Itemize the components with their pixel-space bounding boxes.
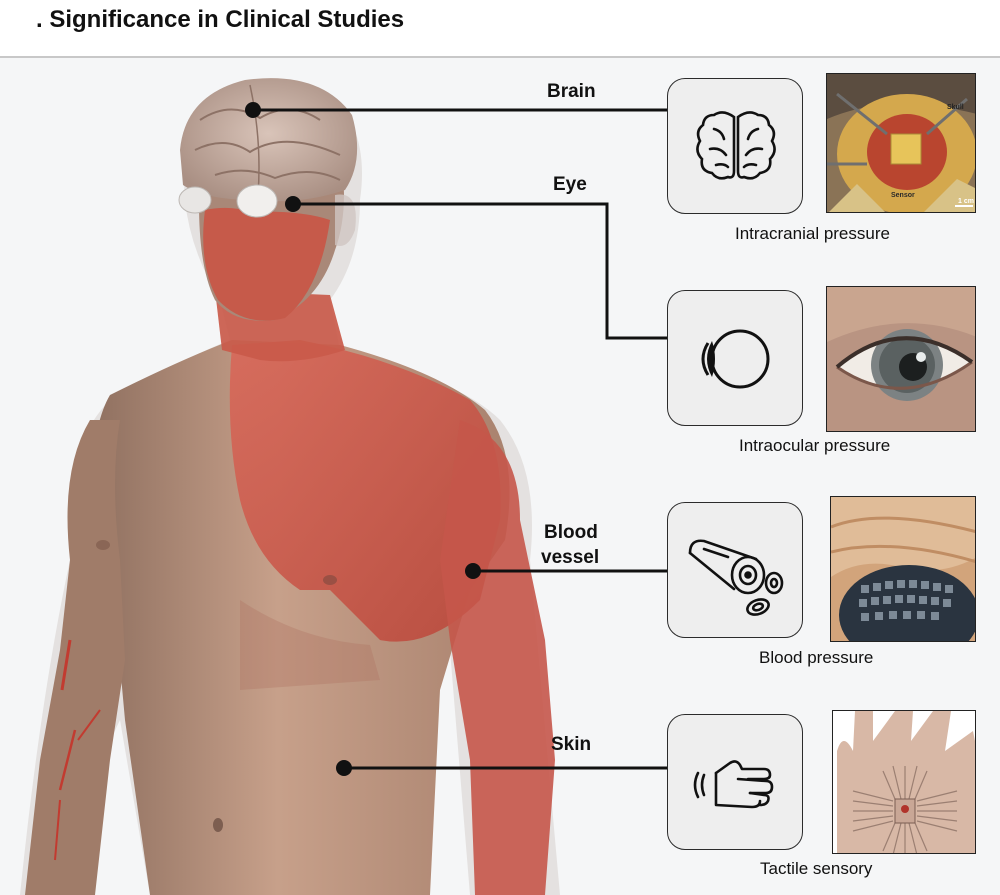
blood-pressure-caption: Blood pressure	[759, 648, 874, 667]
touch-hand-icon-box	[667, 714, 803, 850]
skin-dot	[336, 760, 352, 776]
blood-vessel-dot	[465, 563, 481, 579]
skin-label: Skin	[551, 734, 592, 755]
scale-annotation: 1 cm	[958, 198, 974, 205]
blood-vessel-icon	[688, 539, 784, 616]
arm-muscle	[440, 420, 555, 895]
skull-annotation: Skull	[947, 104, 964, 111]
brain-label: Brain	[547, 81, 596, 102]
eye-dot	[285, 196, 301, 212]
brain-dot	[245, 102, 261, 118]
chest-muscle	[229, 340, 501, 642]
intraocular-pressure-caption: Intraocular pressure	[739, 436, 891, 455]
blood-pressure-sensor-photo	[830, 496, 976, 642]
eye-icon-box	[667, 290, 803, 426]
blood-vessel-icon-box	[667, 502, 803, 638]
intracranial-pressure-caption: Intracranial pressure	[735, 224, 890, 243]
touch-hand-icon	[693, 760, 774, 809]
blood-vessel-label-line1: Blood	[544, 522, 598, 543]
tactile-sensory-caption: Tactile sensory	[760, 859, 873, 878]
eye-connector	[293, 202, 667, 340]
header-bar: . Significance in Clinical Studies	[0, 0, 1000, 58]
face-muscle	[203, 207, 330, 321]
brain-icon-box	[667, 78, 803, 214]
human-body-illustration	[20, 78, 560, 895]
intraocular-lens-photo	[826, 286, 976, 432]
left-arm	[25, 420, 125, 895]
page-title: . Significance in Clinical Studies	[36, 6, 405, 33]
eye-icon	[701, 329, 770, 389]
intracranial-sensor-photo: Skull Sensor 1 cm	[826, 73, 976, 213]
brain-icon	[696, 111, 776, 180]
eye-label: Eye	[553, 174, 587, 195]
sensor-annotation: Sensor	[891, 192, 915, 199]
tactile-sensor-photo	[832, 710, 976, 854]
blood-vessel-label-line2: vessel	[541, 547, 600, 568]
